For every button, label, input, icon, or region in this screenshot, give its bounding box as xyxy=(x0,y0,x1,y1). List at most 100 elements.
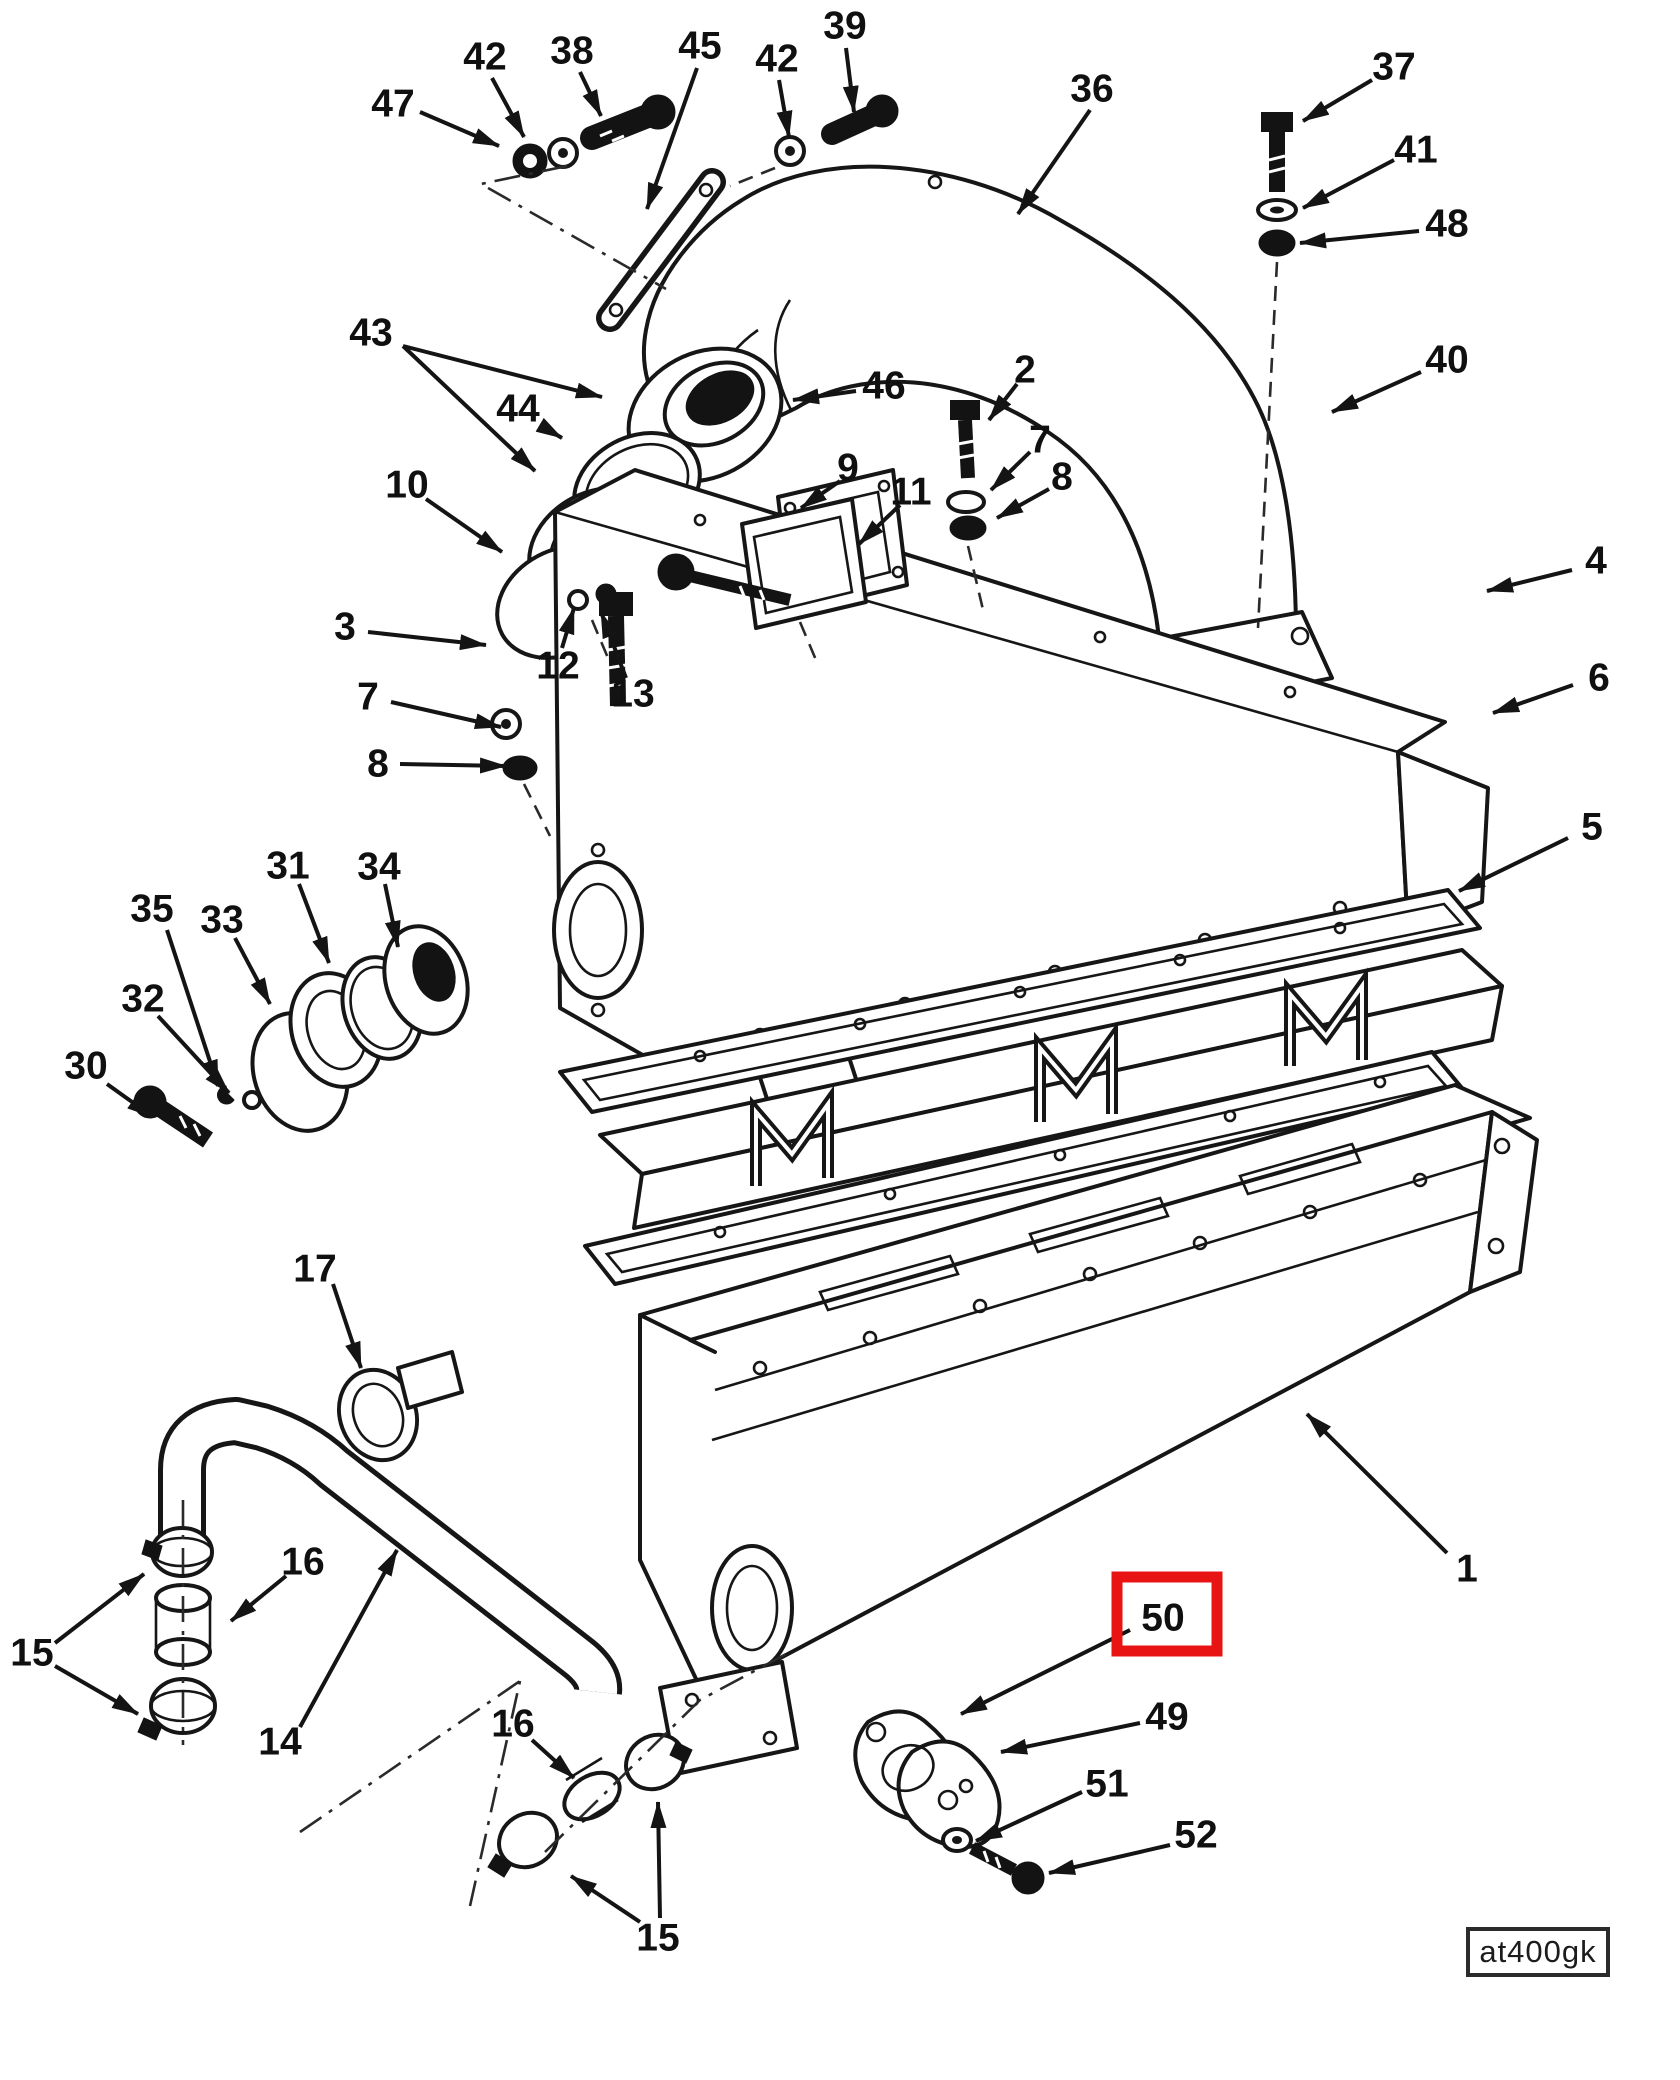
leader-9 xyxy=(799,479,842,510)
callout-16-lower: 16 xyxy=(491,1703,534,1746)
leader-33 xyxy=(233,937,272,1005)
leader-15-lower xyxy=(650,1801,667,1919)
leader-30 xyxy=(105,1082,155,1119)
callout-47: 47 xyxy=(371,83,414,126)
callout-34: 34 xyxy=(357,846,401,889)
support-bracket-45 xyxy=(596,168,726,332)
callout-46: 46 xyxy=(862,365,905,408)
leader-46 xyxy=(792,388,857,405)
callout-51: 51 xyxy=(1085,1763,1128,1806)
callout-11: 11 xyxy=(890,471,931,514)
leader-1 xyxy=(1305,1412,1449,1555)
leader-16-left xyxy=(229,1574,288,1623)
bolt-37-washer-41-nut-48 xyxy=(1256,112,1298,629)
leader-47 xyxy=(419,110,500,148)
callout-15-left: 15 xyxy=(10,1632,53,1675)
leader-49 xyxy=(1000,1721,1141,1755)
hose-assembly xyxy=(137,1350,791,1907)
leader-31 xyxy=(297,883,331,964)
callout-50: 50 xyxy=(1141,1597,1184,1640)
leader-41 xyxy=(1302,158,1395,210)
leader-34 xyxy=(383,883,401,948)
highlight-box-50 xyxy=(1111,1571,1223,1657)
callout-31: 31 xyxy=(266,845,309,888)
leader-12 xyxy=(558,607,576,649)
callout-45: 45 xyxy=(678,25,721,68)
callout-42-left: 42 xyxy=(463,36,506,79)
callout-48: 48 xyxy=(1425,203,1468,246)
figure-code-plate: at400gk xyxy=(1466,1927,1610,1977)
callout-17: 17 xyxy=(293,1248,336,1291)
leader-45 xyxy=(645,67,699,210)
callout-3: 3 xyxy=(334,606,356,649)
leader-17 xyxy=(331,1283,363,1369)
callout-42-right: 42 xyxy=(755,38,798,81)
callout-7-lower: 7 xyxy=(357,676,379,719)
leader-52 xyxy=(1048,1843,1171,1875)
leader-43 xyxy=(402,344,603,399)
leader-35 xyxy=(165,929,220,1087)
leader-51 xyxy=(975,1790,1083,1843)
leader-6 xyxy=(1492,683,1574,715)
leader-38 xyxy=(578,71,603,117)
callout-39: 39 xyxy=(823,5,866,48)
callout-14: 14 xyxy=(258,1721,302,1764)
leader-16-lower xyxy=(530,1738,576,1780)
callout-33: 33 xyxy=(200,899,243,942)
callout-8-lower: 8 xyxy=(367,743,389,786)
leader-50 xyxy=(960,1628,1131,1716)
callout-49: 49 xyxy=(1145,1696,1188,1739)
callout-30: 30 xyxy=(64,1045,107,1088)
leader-43-1 xyxy=(401,344,537,473)
callout-35: 35 xyxy=(130,888,173,931)
callout-37: 37 xyxy=(1372,46,1415,89)
leader-40 xyxy=(1331,370,1422,414)
leader-42-left xyxy=(490,77,526,138)
callout-41: 41 xyxy=(1394,129,1437,172)
leader-15-lower-1 xyxy=(569,1874,642,1924)
leader-39 xyxy=(842,47,859,113)
callout-52: 52 xyxy=(1174,1814,1217,1857)
callout-9: 9 xyxy=(837,447,859,490)
leader-42-right xyxy=(776,79,793,138)
leader-15-left-1 xyxy=(53,1664,140,1716)
leader-15-left xyxy=(53,1572,146,1645)
leader-8-upper xyxy=(996,487,1050,520)
leader-14 xyxy=(298,1549,399,1728)
drain-outlet-kit xyxy=(853,1709,1045,1895)
callout-7-upper: 7 xyxy=(1029,419,1051,462)
leader-8-lower xyxy=(399,757,507,774)
callout-8-upper: 8 xyxy=(1051,456,1073,499)
ribbed-core-5 xyxy=(598,948,1504,1230)
callout-15-lower: 15 xyxy=(636,1917,679,1960)
leader-4 xyxy=(1486,568,1573,593)
callout-40: 40 xyxy=(1425,339,1468,382)
callout-32: 32 xyxy=(121,978,164,1021)
end-cap-parts xyxy=(133,924,470,1148)
callout-16-left: 16 xyxy=(281,1541,324,1584)
callout-36: 36 xyxy=(1070,68,1113,111)
callout-1: 1 xyxy=(1456,1548,1478,1591)
leader-37 xyxy=(1301,78,1374,123)
gasket-6 xyxy=(558,888,1482,1114)
leader-10 xyxy=(424,497,504,554)
leader-36 xyxy=(1016,108,1092,216)
leader-2 xyxy=(987,382,1019,422)
leader-7-lower xyxy=(390,700,502,730)
callout-2: 2 xyxy=(1014,349,1036,392)
callout-6: 6 xyxy=(1588,657,1610,700)
heat-exchanger-body xyxy=(638,1083,1539,1776)
leader-44 xyxy=(535,417,564,440)
leader-13 xyxy=(599,611,628,679)
top-left-fasteners xyxy=(477,94,899,291)
leader-11 xyxy=(857,503,902,546)
callout-5: 5 xyxy=(1581,806,1603,849)
callout-13: 13 xyxy=(611,673,654,716)
callout-4: 4 xyxy=(1585,540,1607,583)
callout-12: 12 xyxy=(536,645,579,688)
leader-48 xyxy=(1299,229,1420,249)
callout-43: 43 xyxy=(349,312,392,355)
callout-38: 38 xyxy=(550,30,593,73)
